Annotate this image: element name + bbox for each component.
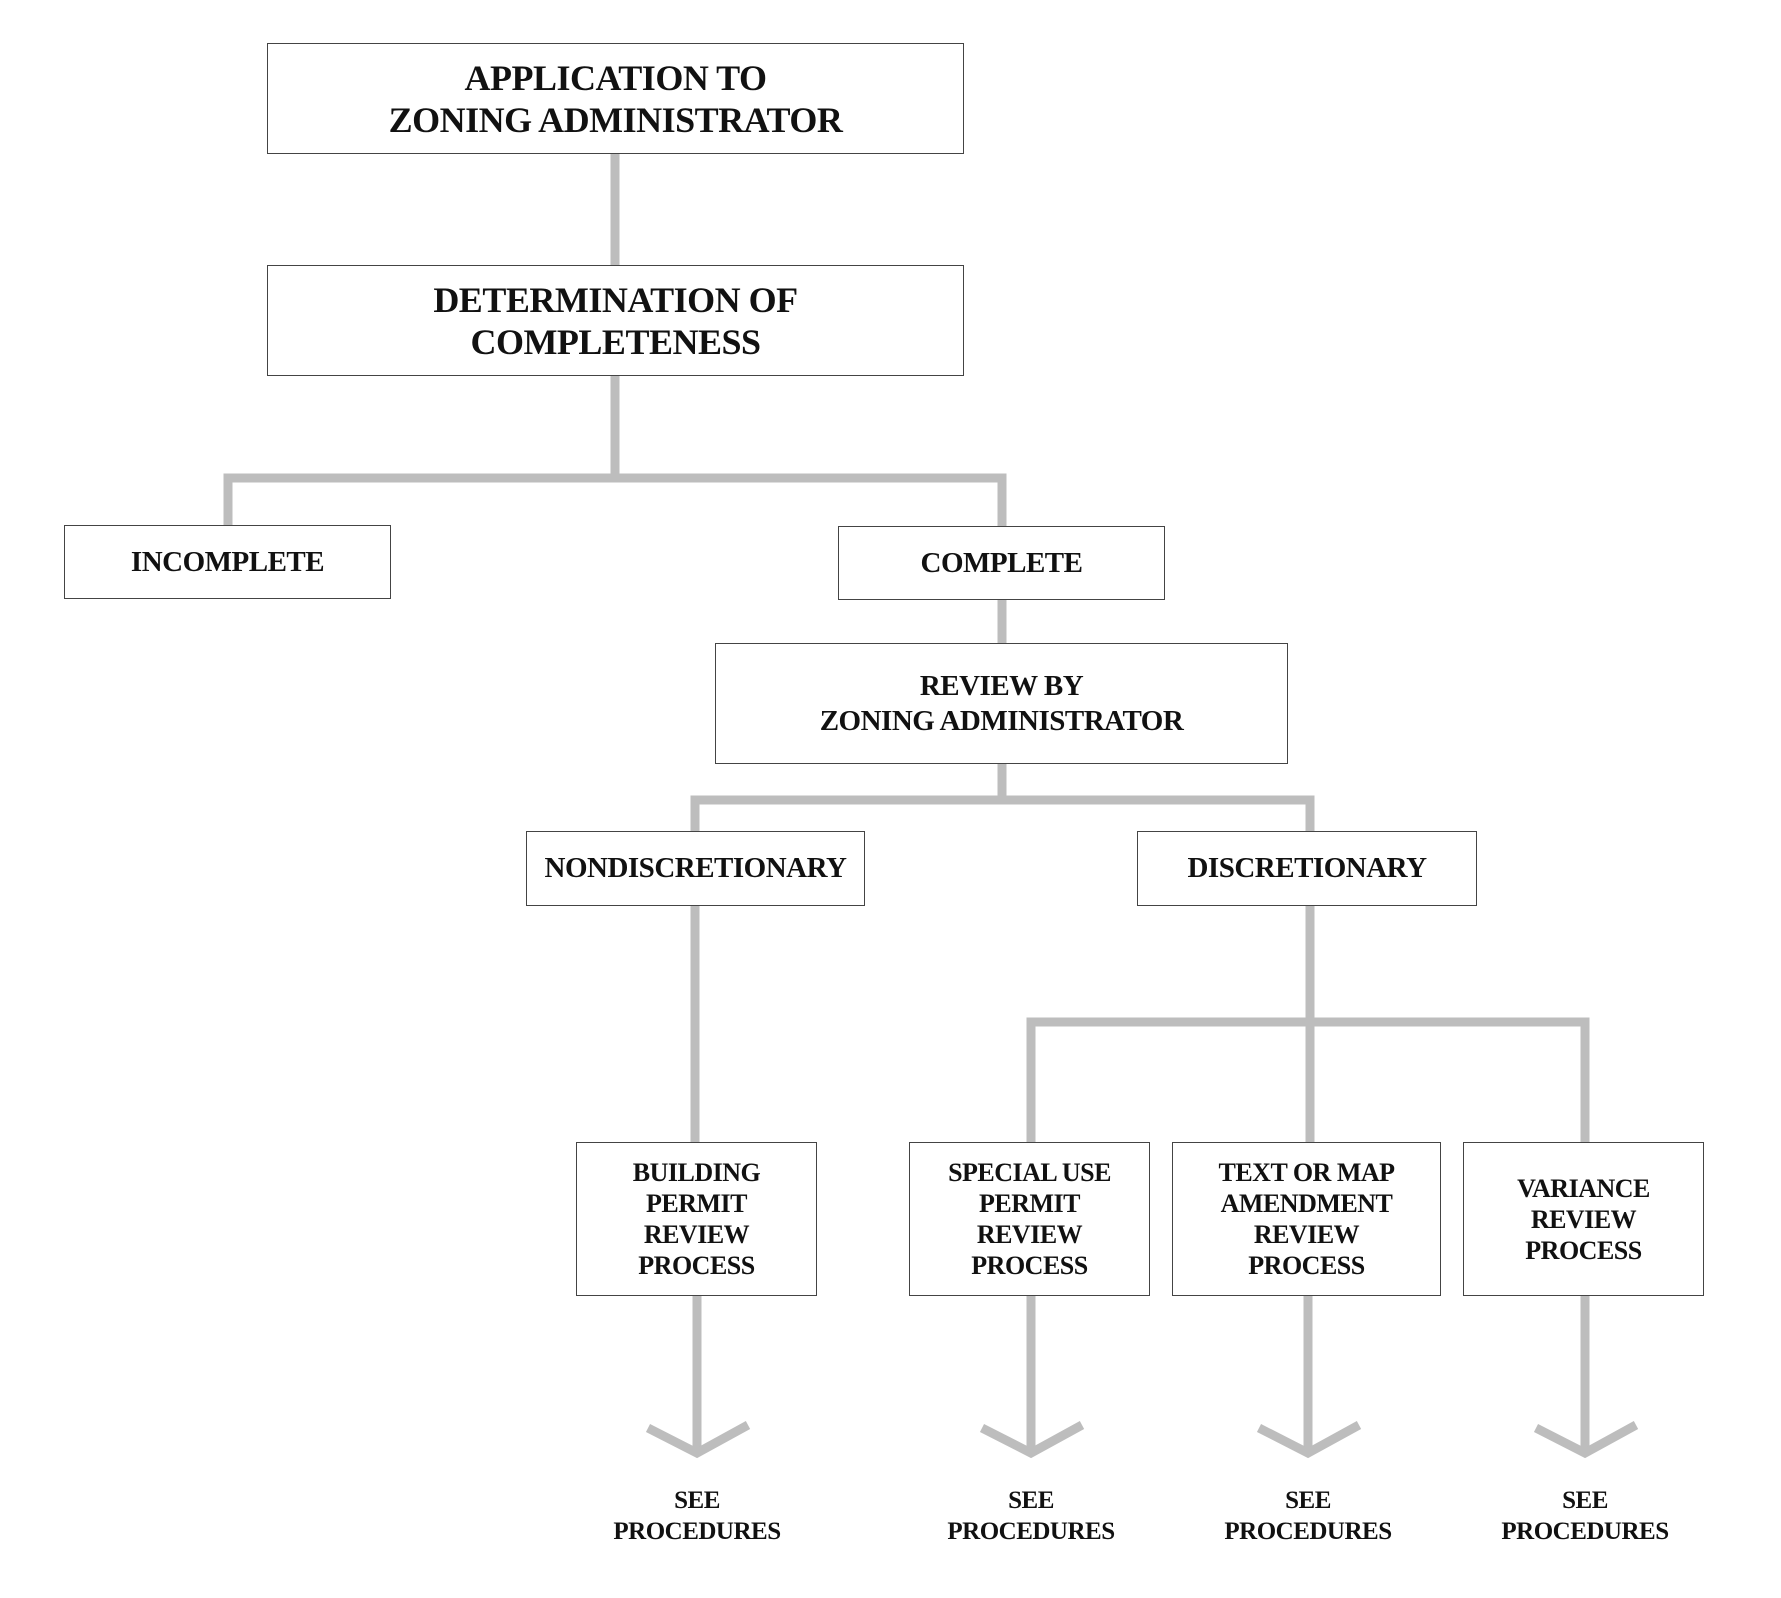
application-line-1: APPLICATION TO xyxy=(464,57,767,98)
special-use-box: SPECIAL USE PERMIT REVIEW PROCESS xyxy=(909,1142,1150,1296)
discretionary-box: DISCRETIONARY xyxy=(1137,831,1477,906)
review-box: REVIEW BY ZONING ADMINISTRATOR xyxy=(715,643,1288,764)
procedures-label: PROCEDURES xyxy=(947,1518,1115,1545)
review-line-2: ZONING ADMINISTRATOR xyxy=(819,704,1184,737)
procedures-label: PROCEDURES xyxy=(1224,1518,1392,1545)
review-line-1: REVIEW BY xyxy=(919,669,1084,702)
connector-branch-nondisc-disc xyxy=(690,795,1315,832)
special-use-line-3: REVIEW xyxy=(976,1220,1083,1249)
nondiscretionary-box: NONDISCRETIONARY xyxy=(526,831,865,906)
text-map-box: TEXT OR MAP AMENDMENT REVIEW PROCESS xyxy=(1172,1142,1441,1296)
see-procedures-special-use: SEE PROCEDURES xyxy=(911,1485,1151,1547)
see-label: SEE xyxy=(1562,1487,1608,1514)
variance-line-1: VARIANCE xyxy=(1517,1173,1650,1203)
building-permit-box: BUILDING PERMIT REVIEW PROCESS xyxy=(576,1142,817,1296)
variance-box: VARIANCE REVIEW PROCESS xyxy=(1463,1142,1704,1296)
connector-branch-special-variance xyxy=(1026,1017,1590,1142)
special-use-line-2: PERMIT xyxy=(979,1189,1081,1218)
arrow-head-building xyxy=(645,1421,751,1459)
variance-line-3: PROCESS xyxy=(1525,1235,1642,1265)
text-map-line-3: REVIEW xyxy=(1253,1220,1360,1249)
procedures-label: PROCEDURES xyxy=(613,1518,781,1545)
see-label: SEE xyxy=(1008,1487,1054,1514)
complete-box: COMPLETE xyxy=(838,526,1165,600)
building-permit-line-1: BUILDING xyxy=(632,1158,761,1187)
discretionary-label: DISCRETIONARY xyxy=(1187,852,1427,884)
determination-box: DETERMINATION OF COMPLETENESS xyxy=(267,265,964,376)
see-procedures-building: SEE PROCEDURES xyxy=(577,1485,817,1547)
special-use-line-4: PROCESS xyxy=(971,1251,1088,1280)
see-label: SEE xyxy=(1285,1487,1331,1514)
see-procedures-variance: SEE PROCEDURES xyxy=(1465,1485,1705,1547)
determination-line-1: DETERMINATION OF xyxy=(433,279,798,320)
see-label: SEE xyxy=(674,1487,720,1514)
text-map-line-4: PROCESS xyxy=(1248,1251,1365,1280)
arrow-head-textmap xyxy=(1256,1421,1362,1459)
complete-label: COMPLETE xyxy=(920,546,1083,579)
nondiscretionary-label: NONDISCRETIONARY xyxy=(544,852,847,884)
arrow-head-variance xyxy=(1533,1421,1639,1459)
incomplete-box: INCOMPLETE xyxy=(64,525,391,599)
variance-line-2: REVIEW xyxy=(1530,1204,1637,1234)
determination-line-2: COMPLETENESS xyxy=(470,321,761,362)
special-use-line-1: SPECIAL USE xyxy=(948,1158,1111,1187)
building-permit-line-4: PROCESS xyxy=(638,1251,755,1280)
text-map-line-1: TEXT OR MAP xyxy=(1218,1158,1395,1187)
text-map-line-2: AMENDMENT xyxy=(1220,1189,1393,1218)
application-line-2: ZONING ADMINISTRATOR xyxy=(388,99,843,140)
application-box: APPLICATION TO ZONING ADMINISTRATOR xyxy=(267,43,964,154)
building-permit-line-3: REVIEW xyxy=(643,1220,750,1249)
incomplete-label: INCOMPLETE xyxy=(130,545,325,578)
procedures-label: PROCEDURES xyxy=(1501,1518,1669,1545)
see-procedures-text-map: SEE PROCEDURES xyxy=(1188,1485,1428,1547)
building-permit-line-2: PERMIT xyxy=(646,1189,748,1218)
arrow-head-special xyxy=(979,1421,1085,1459)
connector-branch-incomplete-complete xyxy=(223,473,1007,528)
